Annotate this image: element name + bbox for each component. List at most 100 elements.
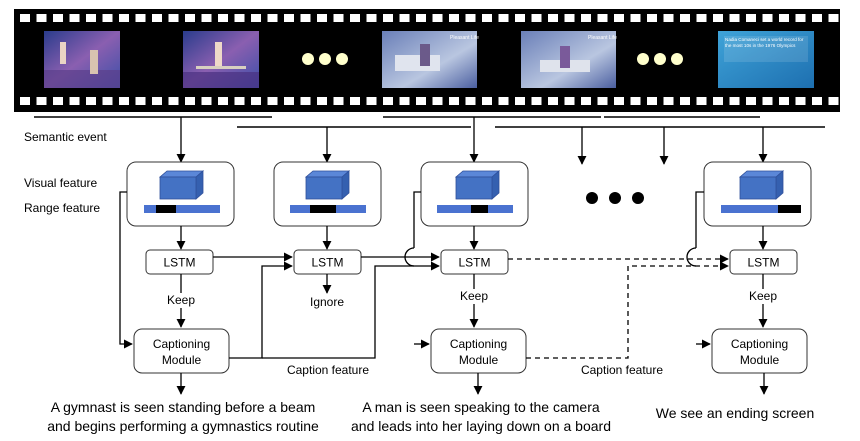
film-sprocket-hole bbox=[383, 97, 393, 105]
film-sprocket-hole bbox=[597, 14, 608, 22]
film-sprocket-hole bbox=[746, 97, 756, 105]
feature-box-4 bbox=[703, 161, 812, 227]
film-sprocket-hole bbox=[185, 14, 195, 22]
film-sprocket-hole bbox=[69, 14, 80, 22]
film-sprocket-hole bbox=[713, 97, 723, 105]
film-sprocket-hole bbox=[119, 97, 129, 105]
film-sprocket-hole bbox=[597, 97, 608, 105]
ellipsis-dots bbox=[586, 192, 644, 204]
film-sprocket-hole bbox=[465, 97, 476, 105]
film-sprocket-hole bbox=[317, 97, 327, 105]
film-sprocket-hole bbox=[779, 14, 789, 22]
film-dot bbox=[319, 53, 331, 65]
film-sprocket-hole bbox=[416, 97, 426, 105]
film-sprocket-hole bbox=[300, 97, 311, 105]
film-sprocket-hole bbox=[581, 97, 591, 105]
film-strip: Pleasant Life Pleasant Life Nadia Comane… bbox=[14, 9, 840, 112]
film-frame-2 bbox=[183, 31, 259, 88]
film-frame-4: Pleasant Life bbox=[382, 31, 479, 88]
decision-arrows bbox=[176, 274, 768, 328]
decision-keep-4: Keep bbox=[749, 289, 777, 303]
lstm-box-4: LSTM bbox=[729, 249, 798, 275]
film-sprocket-hole bbox=[102, 14, 113, 22]
film-frame-1 bbox=[44, 31, 120, 88]
film-sprocket-hole bbox=[647, 97, 657, 105]
film-sprocket-hole bbox=[20, 14, 30, 22]
film-sprocket-hole bbox=[350, 14, 360, 22]
lstm-box-3: LSTM bbox=[440, 249, 509, 275]
film-sprocket-hole bbox=[416, 14, 426, 22]
film-sprocket-hole bbox=[614, 14, 624, 22]
film-sprocket-hole bbox=[663, 14, 674, 22]
film-sprocket-hole bbox=[152, 97, 162, 105]
film-sprocket-hole bbox=[234, 97, 245, 105]
captioning-module-2: Captioning Module bbox=[430, 328, 527, 374]
film-sprocket-hole bbox=[284, 97, 294, 105]
captioning-label-line1: Captioning bbox=[731, 337, 788, 351]
film-sprocket-hole bbox=[581, 14, 591, 22]
film-sprocket-hole bbox=[36, 14, 47, 22]
film-sprocket-hole bbox=[630, 14, 641, 22]
film-sprocket-hole bbox=[762, 97, 773, 105]
film-sprocket-hole bbox=[498, 97, 509, 105]
lstm-connections bbox=[213, 252, 729, 264]
film-sprocket-hole bbox=[795, 14, 806, 22]
film-sprocket-hole bbox=[201, 97, 212, 105]
film-sprocket-hole bbox=[663, 97, 674, 105]
caption-1-line-2: and begins performing a gymnastics routi… bbox=[47, 418, 319, 434]
film-sprocket-hole bbox=[828, 14, 839, 22]
visual-feature-cube bbox=[305, 176, 343, 200]
semantic-event-lines bbox=[34, 116, 825, 128]
film-sprocket-hole bbox=[729, 14, 740, 22]
frame-7-overlay-text: Nadia Comaneci set a world record for th… bbox=[725, 37, 804, 48]
captioning-label-line1: Captioning bbox=[450, 337, 507, 351]
film-sprocket-hole bbox=[350, 97, 360, 105]
film-sprocket-hole bbox=[135, 14, 146, 22]
lstm-box-1: LSTM bbox=[145, 249, 214, 275]
film-sprocket-hole bbox=[284, 14, 294, 22]
film-sprocket-hole bbox=[465, 14, 476, 22]
film-sprocket-hole bbox=[69, 97, 80, 105]
film-sprocket-hole bbox=[399, 97, 410, 105]
feature-box-3 bbox=[420, 161, 529, 227]
caption-feature-label-1: Caption feature bbox=[287, 363, 369, 377]
film-sprocket-hole bbox=[218, 97, 228, 105]
film-sprocket-hole bbox=[812, 14, 822, 22]
semantic-event-label: Semantic event bbox=[24, 130, 107, 144]
film-sprocket-hole bbox=[20, 97, 30, 105]
captioning-label-line2: Module bbox=[162, 353, 202, 367]
film-sprocket-hole bbox=[432, 14, 443, 22]
film-sprocket-hole bbox=[399, 14, 410, 22]
film-sprocket-hole bbox=[779, 97, 789, 105]
range-feature-marker bbox=[156, 205, 176, 213]
decision-ignore-2: Ignore bbox=[310, 295, 344, 309]
film-sprockets-bottom bbox=[20, 97, 839, 105]
film-frame-3-ellipsis bbox=[302, 53, 348, 65]
film-sprocket-hole bbox=[333, 97, 344, 105]
film-sprocket-hole bbox=[119, 14, 129, 22]
caption-2-line-1: A man is seen speaking to the camera bbox=[362, 399, 600, 415]
film-sprocket-hole bbox=[498, 14, 509, 22]
film-sprocket-hole bbox=[185, 97, 195, 105]
film-sprocket-hole bbox=[680, 14, 690, 22]
lstm-label: LSTM bbox=[311, 256, 343, 270]
film-sprocket-hole bbox=[152, 14, 162, 22]
feature-to-lstm-arrows bbox=[176, 226, 768, 250]
film-sprocket-hole bbox=[135, 97, 146, 105]
visual-feature-cube bbox=[159, 176, 197, 200]
film-sprocket-hole bbox=[713, 14, 723, 22]
film-sprocket-hole bbox=[36, 97, 47, 105]
film-sprocket-hole bbox=[267, 14, 278, 22]
film-sprocket-hole bbox=[449, 97, 459, 105]
film-sprocket-hole bbox=[383, 14, 393, 22]
lstm-label: LSTM bbox=[458, 256, 490, 270]
film-sprocket-hole bbox=[300, 14, 311, 22]
film-sprocket-hole bbox=[696, 14, 707, 22]
lstm-box-2: LSTM bbox=[293, 249, 362, 275]
film-sprocket-hole bbox=[317, 14, 327, 22]
film-frame-5: Pleasant Life bbox=[521, 31, 617, 88]
film-sprocket-hole bbox=[548, 14, 558, 22]
film-sprocket-hole bbox=[168, 97, 179, 105]
feature-to-captioning-lines bbox=[119, 191, 711, 349]
